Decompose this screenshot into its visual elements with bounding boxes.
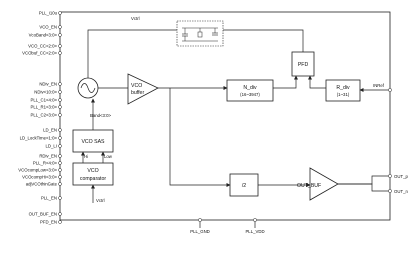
out-buf-label: OUT_BUF bbox=[297, 183, 321, 189]
left-pin-connector bbox=[58, 11, 62, 15]
left-pin-label: VCObuf_CC<2:0> bbox=[22, 51, 57, 56]
left-pin-connector bbox=[58, 168, 62, 172]
vco-buffer-label-1: VCO bbox=[131, 83, 142, 89]
vco-sas-label: VCO SAS bbox=[81, 139, 105, 145]
vctrl-bottom-label: Vctrl bbox=[96, 198, 105, 203]
out-p-pin bbox=[388, 174, 392, 178]
div2-block: /2 bbox=[229, 173, 259, 197]
left-pin-connector bbox=[58, 105, 62, 109]
left-pin-connector bbox=[58, 220, 62, 224]
left-pin-label: VCO_EN bbox=[39, 25, 57, 30]
left-pin-connector bbox=[58, 136, 62, 140]
left-pin-label: PLL_R<4:0> bbox=[33, 161, 58, 166]
pll-gnd-pin bbox=[198, 218, 202, 222]
r-div-range: (1~31) bbox=[337, 92, 350, 97]
left-pin-label: VCOcompHi<3:0> bbox=[22, 175, 57, 180]
low-label: Low bbox=[104, 154, 113, 159]
left-pin-label: PLL_C2<3:0> bbox=[30, 113, 57, 118]
vco-oscillator bbox=[77, 77, 99, 99]
n-div-range: (16~3947) bbox=[240, 92, 260, 97]
vco-sas-block: VCO SAS bbox=[72, 129, 114, 153]
left-pin-label: PFD_EN bbox=[40, 220, 57, 225]
band-label: Band<3:0> bbox=[90, 113, 112, 118]
pll-vdd-pin bbox=[253, 218, 257, 222]
left-pin-label: RDiv_EN bbox=[39, 154, 57, 159]
vco-buffer-label-2: buffer bbox=[131, 90, 144, 96]
left-pin-label: PLL_C1<4:0> bbox=[30, 98, 57, 103]
hi-label: Hi bbox=[84, 154, 88, 159]
left-pin-connector bbox=[58, 128, 62, 132]
vctrl-top-label: Vctrl bbox=[131, 16, 140, 21]
left-pin-label: adjVCOthinGate bbox=[26, 182, 58, 187]
out-n-pin bbox=[388, 189, 392, 193]
left-pin-label: PLL_EN bbox=[41, 196, 57, 201]
inref-label: INRef bbox=[373, 83, 385, 88]
left-pin-connector bbox=[58, 212, 62, 216]
wires bbox=[81, 29, 390, 228]
vco-buffer: VCO buffer bbox=[127, 73, 159, 105]
pfd-block: PFD bbox=[291, 51, 315, 77]
out-n-label: OUT_n bbox=[394, 189, 408, 194]
left-pin-label: OUT_BUF_EN bbox=[29, 212, 57, 217]
left-pin-label: NDiv_EN bbox=[39, 82, 57, 87]
left-pin-connector bbox=[58, 161, 62, 165]
left-pin-label: VCOcompLow<3:0> bbox=[18, 168, 57, 173]
left-pin-label: VCO_CC<2:0> bbox=[28, 44, 57, 49]
left-pin-connector bbox=[58, 33, 62, 37]
r-div-block: R_div (1~31) bbox=[325, 79, 361, 102]
n-div-label: N_div bbox=[243, 85, 257, 91]
left-pin-label: LD_EN bbox=[43, 128, 57, 133]
div2-label: /2 bbox=[242, 183, 246, 189]
left-pin-label: NDiv<10:0> bbox=[34, 90, 57, 95]
left-pin-connector bbox=[58, 51, 62, 55]
left-pin-connector bbox=[58, 44, 62, 48]
out-buf: OUT_BUF bbox=[297, 167, 339, 201]
left-pin-label: PLL_R1<3:0> bbox=[30, 105, 57, 110]
left-pin-connector bbox=[58, 144, 62, 148]
left-pin-connector bbox=[58, 182, 62, 186]
left-pin-connector bbox=[58, 90, 62, 94]
out-p-label: OUT_p bbox=[394, 174, 408, 179]
pfd-label: PFD bbox=[298, 62, 309, 68]
left-pin-label: PLL_i10u bbox=[39, 11, 58, 16]
left-pin-connector bbox=[58, 25, 62, 29]
left-pin-connector bbox=[58, 175, 62, 179]
left-pin-label: VcoBand<3:0> bbox=[29, 33, 58, 38]
vco-comparator-label-2: comparator bbox=[80, 176, 107, 182]
inref-pin bbox=[388, 88, 392, 92]
left-pin-connector bbox=[58, 113, 62, 117]
n-div-block: N_div (16~3947) bbox=[226, 79, 274, 102]
left-pin-label: LD_LI bbox=[46, 144, 57, 149]
left-pin-connector bbox=[58, 196, 62, 200]
loop-filter bbox=[176, 20, 224, 47]
vco-comparator-label-1: VCO bbox=[87, 168, 98, 174]
left-pin-connector bbox=[58, 154, 62, 158]
pll-gnd-label: PLL_GND bbox=[190, 229, 210, 234]
pll-vdd-label: PLL_VDD bbox=[245, 229, 264, 234]
left-pin-connector bbox=[58, 82, 62, 86]
left-pin-label: LD_LockTime<1:0> bbox=[20, 136, 58, 141]
r-div-label: R_div bbox=[336, 85, 350, 91]
vco-comparator-block: VCO comparator bbox=[72, 162, 114, 186]
left-pin-connector bbox=[58, 98, 62, 102]
